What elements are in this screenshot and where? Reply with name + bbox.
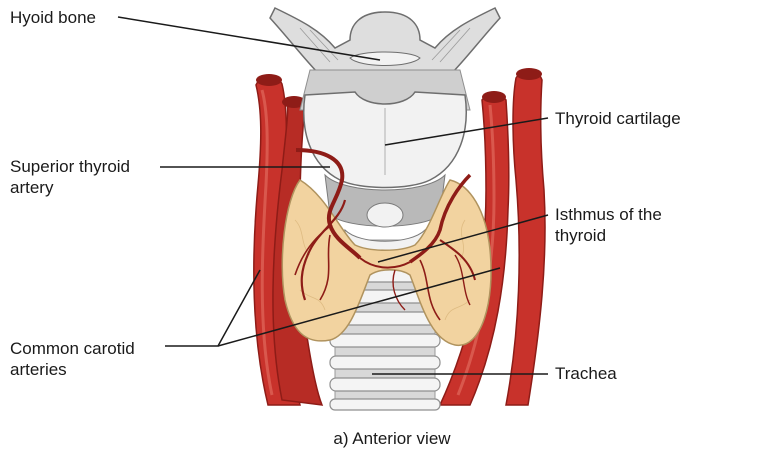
thyroid-cartilage <box>303 91 467 189</box>
figure-caption: a) Anterior view <box>333 429 451 448</box>
leader-lines <box>117 16 549 375</box>
label-trachea: Trachea <box>555 364 617 383</box>
superior-thyroid-arteries <box>294 148 476 321</box>
label-common-carotid-arteries: Common carotid arteries <box>10 339 135 379</box>
label-isthmus: Isthmus of the thyroid <box>555 205 662 245</box>
hyoid-bone <box>269 7 501 76</box>
label-superior-thyroid-artery: Superior thyroid artery <box>10 157 131 197</box>
right-carotid-artery <box>438 68 546 406</box>
label-thyroid-cartilage: Thyroid cartilage <box>555 109 681 128</box>
label-hyoid-bone: Hyoid bone <box>10 8 97 27</box>
